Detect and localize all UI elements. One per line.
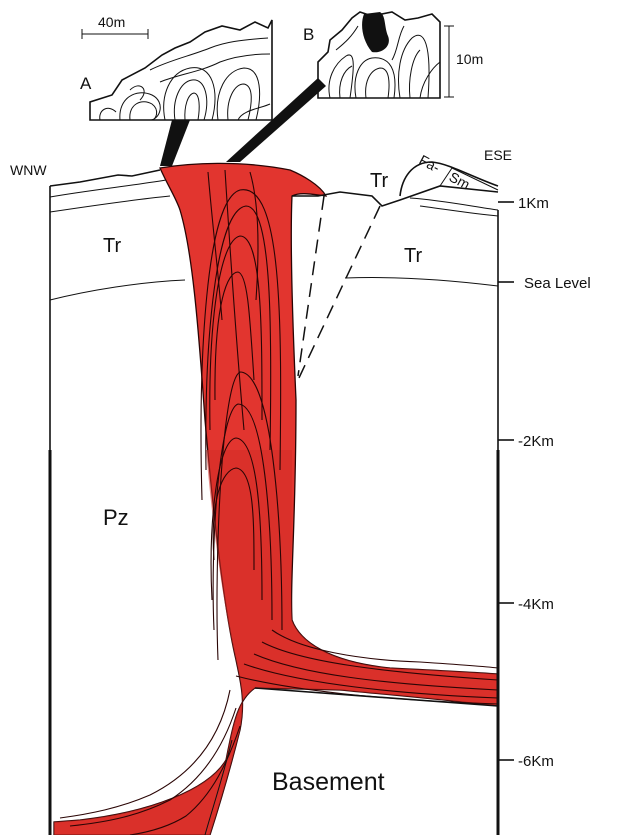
unit-tr-mid: Tr <box>370 170 388 192</box>
depth-label-1km: 1Km <box>518 195 549 212</box>
strata-right-1 <box>410 198 498 210</box>
fault-1 <box>298 196 324 376</box>
inset-a: 40m A <box>80 14 272 120</box>
inset-a-outline <box>90 20 272 120</box>
unit-pz: Pz <box>103 505 129 530</box>
strata-left-sea <box>50 280 185 300</box>
unit-basement: Basement <box>272 768 385 796</box>
inset-a-scale-label: 40m <box>98 14 125 30</box>
depth-label-minus4km: -4Km <box>518 596 554 613</box>
depth-label-sea-level: Sea Level <box>524 275 591 292</box>
depth-scale <box>498 202 514 760</box>
direction-wnw: WNW <box>10 162 47 178</box>
strata-left-2 <box>50 196 170 212</box>
inset-b-label: B <box>303 25 314 44</box>
strata-right-sea <box>345 277 498 286</box>
strata-left-1 <box>50 180 166 197</box>
direction-ese: ESE <box>484 147 512 163</box>
inset-b-scale-label: 10m <box>456 51 483 67</box>
strata-right-2 <box>420 206 498 216</box>
unit-fa: Fa- <box>417 152 443 176</box>
inset-b: 10m B <box>303 12 483 98</box>
inset-b-dark-body <box>362 12 389 52</box>
inset-a-label: A <box>80 74 92 93</box>
unit-tr-left: Tr <box>103 235 121 257</box>
depth-label-minus2km: -2Km <box>518 433 554 450</box>
depth-label-minus6km: -6Km <box>518 753 554 770</box>
inset-a-connector <box>160 120 190 166</box>
unit-tr-right: Tr <box>404 245 422 267</box>
